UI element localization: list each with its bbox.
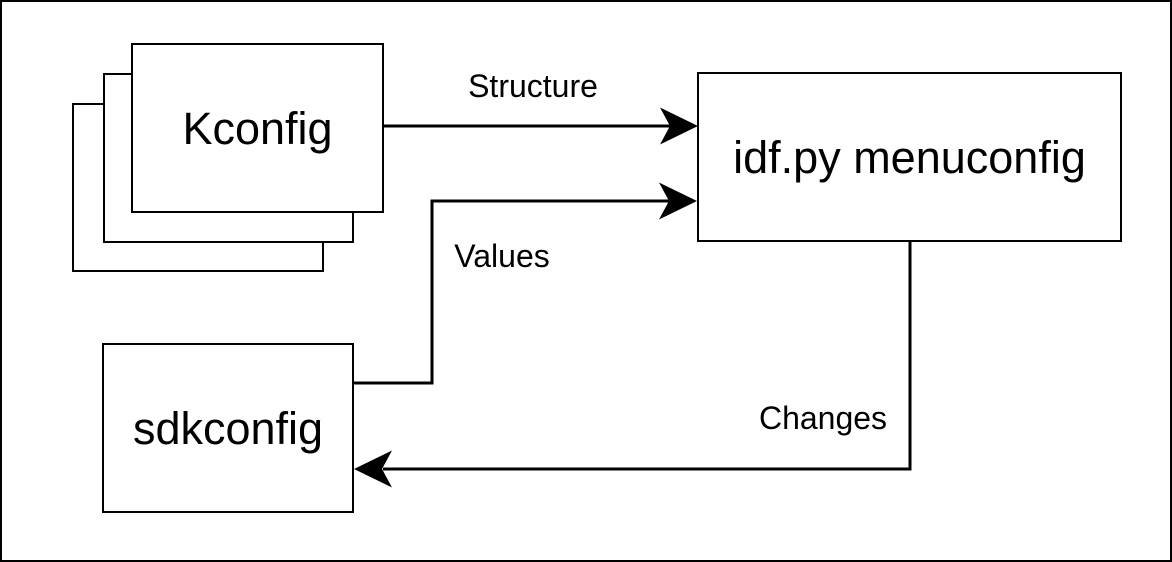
menuconfig-node-label: idf.py menuconfig [733,131,1086,183]
kconfig-node: Kconfig [131,43,384,213]
structure-edge-label: Structure [468,68,598,104]
kconfig-node-label: Kconfig [182,102,333,154]
menuconfig-node: idf.py menuconfig [697,72,1122,242]
changes-arrowhead-icon [354,450,392,488]
values-arrowhead-icon [659,182,697,220]
values-edge-label: Values [454,238,550,274]
structure-arrowhead-icon [660,107,698,145]
sdkconfig-node-label: sdkconfig [132,402,324,454]
values-arrow-line [354,199,669,385]
sdkconfig-node: sdkconfig [102,343,354,513]
changes-edge-label: Changes [758,400,888,436]
